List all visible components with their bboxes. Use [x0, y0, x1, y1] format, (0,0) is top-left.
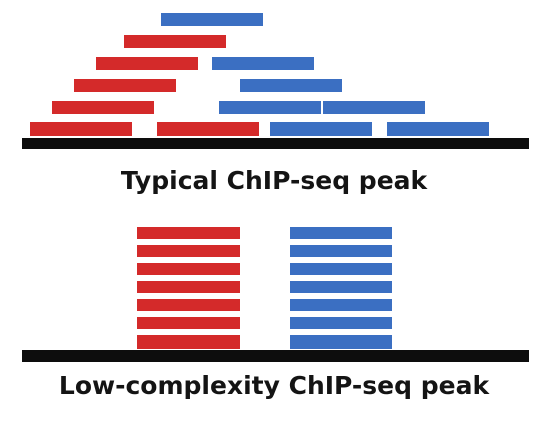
- read-bar: [323, 101, 425, 114]
- genome-line-typical: [22, 138, 529, 149]
- read-bar: [290, 245, 392, 257]
- read-bar: [137, 245, 240, 257]
- read-bar: [290, 227, 392, 239]
- low-complexity-forward-reads: [137, 227, 240, 349]
- genome-line-low-complexity: [22, 350, 529, 362]
- read-bar: [387, 122, 489, 136]
- read-bar: [137, 227, 240, 239]
- caption-low-complexity-peak: Low-complexity ChIP-seq peak: [58, 371, 490, 400]
- read-bar: [290, 335, 392, 349]
- read-bar: [137, 317, 240, 329]
- read-bar: [124, 35, 226, 48]
- read-bar: [137, 335, 240, 349]
- read-bar: [161, 13, 263, 26]
- read-bar: [30, 122, 132, 136]
- read-bar: [290, 281, 392, 293]
- caption-typical-peak: Typical ChIP-seq peak: [120, 166, 428, 195]
- read-bar: [137, 299, 240, 311]
- read-bar: [52, 101, 154, 114]
- read-bar: [290, 299, 392, 311]
- typical-forward-reads: [30, 35, 259, 136]
- low-complexity-reverse-reads: [290, 227, 392, 349]
- read-bar: [137, 263, 240, 275]
- read-bar: [270, 122, 372, 136]
- read-bar: [219, 101, 321, 114]
- read-bar: [137, 281, 240, 293]
- read-bar: [157, 122, 259, 136]
- read-bar: [96, 57, 198, 70]
- read-bar: [240, 79, 342, 92]
- read-bar: [290, 263, 392, 275]
- typical-reverse-reads: [161, 13, 489, 136]
- read-bar: [74, 79, 176, 92]
- read-bar: [212, 57, 314, 70]
- read-bar: [290, 317, 392, 329]
